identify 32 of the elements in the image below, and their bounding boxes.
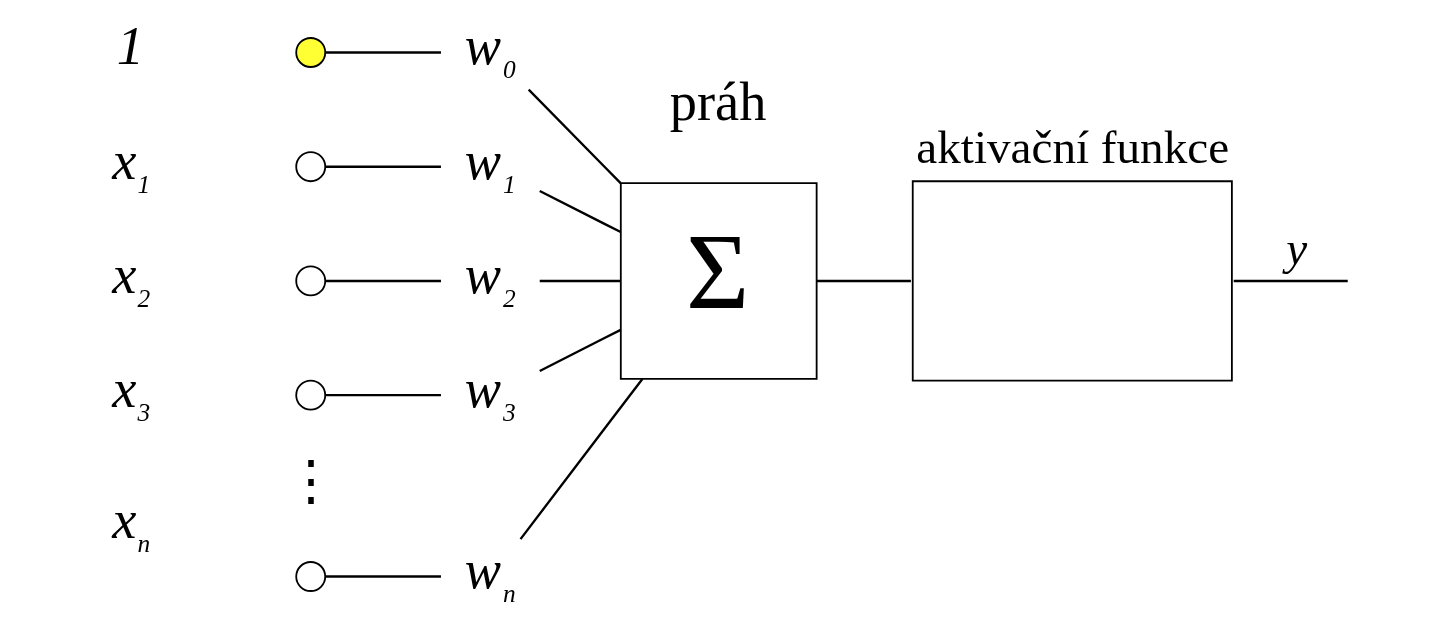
node-circle — [294, 561, 326, 592]
node-box: Σ — [619, 182, 818, 380]
connector — [816, 279, 911, 283]
node-text: w$_{3}$ — [464, 358, 516, 426]
connector — [539, 279, 621, 283]
connector — [325, 279, 441, 283]
connector — [325, 394, 441, 397]
connector — [538, 189, 621, 234]
connector — [325, 51, 441, 54]
node-label: x$_{n}$ — [111, 489, 150, 557]
connector — [519, 378, 643, 540]
node-circle — [294, 37, 326, 68]
node-label: x$_{2}$ — [111, 244, 150, 312]
node-text: w$_{n}$ — [464, 540, 516, 608]
node-box — [911, 180, 1233, 382]
node-circle — [294, 265, 326, 297]
node-label: 1 — [116, 16, 144, 77]
connector — [325, 165, 441, 168]
node-text: w$_{2}$ — [464, 244, 516, 312]
node-circle — [294, 151, 326, 183]
connector — [527, 88, 621, 184]
connector — [325, 575, 441, 578]
node-circle — [294, 379, 326, 411]
node-text: w$_{1}$ — [464, 130, 516, 198]
node-label: x$_{3}$ — [111, 358, 150, 426]
label: práh — [669, 72, 766, 133]
label: ⋮ — [283, 451, 338, 512]
node-text: w$_{0}$ — [464, 16, 516, 84]
connector — [538, 328, 621, 373]
connector — [1233, 279, 1348, 283]
node-label: aktivační funkce — [915, 120, 1229, 173]
node-label: x$_{1}$ — [111, 130, 150, 198]
